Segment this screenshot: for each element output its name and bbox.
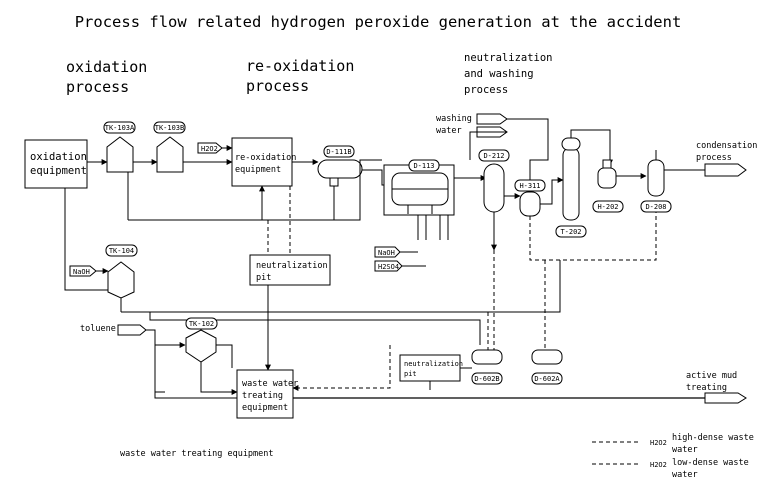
label-toluene: toluene [80, 324, 116, 334]
section-neutralization-line1: neutralization [464, 52, 553, 64]
tank-tk103b: TK-103B [153, 121, 186, 173]
vessel-d212: D-212 [478, 149, 510, 213]
legend-low-line1: low-dense waste [672, 458, 749, 468]
pit2-line2: pit [404, 370, 417, 378]
column-t202: T-202 [555, 137, 587, 238]
tag-tk104: TK-104 [109, 247, 134, 255]
waste-water-line3: equipment [242, 403, 288, 413]
tag-tk103a: TK-103A [105, 124, 135, 132]
section-neutralization-line2: and washing [464, 68, 534, 80]
legend-high-line1: high-dense waste [672, 433, 754, 443]
reoxidation-equipment-line1: re-oxidation [235, 153, 296, 163]
input-h2so4: H2SO4 [374, 260, 403, 272]
section-neutralization: neutralization and washing process [464, 52, 553, 96]
section-reoxidation-line2: process [246, 77, 309, 95]
output-condensation: condensation process [696, 141, 757, 177]
legend-high-line2: water [672, 445, 698, 455]
tag-t202: T-202 [560, 228, 581, 236]
oxidation-equipment-line1: oxidation [30, 151, 87, 163]
input-naoh-1: NaOH [69, 265, 97, 277]
pit2-line1: neutralization [404, 360, 463, 368]
vessel-h202: H-202 [592, 159, 624, 213]
tag-d113: D-113 [413, 162, 434, 170]
section-oxidation: oxidation process [66, 58, 147, 96]
waste-water-line1: waste water [242, 379, 298, 389]
reoxidation-equipment: re-oxidation equipment [231, 137, 296, 187]
legend-high-symbol: H2O2 [650, 439, 667, 447]
oxidation-equipment-line2: equipment [30, 165, 87, 177]
pit1-line1: neutralization [256, 261, 328, 271]
waste-water-equipment: waste water treating equipment [236, 369, 298, 419]
reoxidation-equipment-line2: equipment [235, 165, 281, 175]
label-condensation-line1: condensation [696, 141, 757, 151]
label-washing-line2: water [436, 126, 462, 136]
tag-d111b: D-111B [326, 148, 351, 156]
section-neutralization-line3: process [464, 84, 508, 96]
tag-d208: D-208 [645, 203, 666, 211]
diagram-title: Process flow related hydrogen peroxide g… [75, 13, 682, 31]
waste-water-line2: treating [242, 391, 283, 401]
label-active-mud-line1: active mud [686, 371, 737, 381]
vessel-h311: H-311 [514, 179, 546, 217]
tank-tk104: TK-104 [105, 244, 138, 299]
section-reoxidation: re-oxidation process [246, 57, 354, 95]
tank-d602a: D-602A [531, 349, 563, 385]
vessel-d208: D-208 [640, 150, 672, 213]
input-naoh-2: NaOH [374, 246, 401, 258]
legend: H2O2 high-dense waste water H2O2 low-den… [592, 433, 754, 480]
tag-tk102: TK-102 [189, 320, 214, 328]
section-oxidation-line1: oxidation [66, 58, 147, 76]
neutralization-pit-1: neutralization pit [249, 254, 331, 286]
label-naoh-2: NaOH [378, 249, 395, 257]
tag-d602a: D-602A [534, 375, 560, 383]
tag-d212: D-212 [483, 152, 504, 160]
section-oxidation-line2: process [66, 78, 129, 96]
label-naoh-1: NaOH [73, 268, 90, 276]
input-toluene: toluene [80, 324, 147, 336]
input-h2o2: H2O2 [197, 142, 223, 154]
drum-d111b: D-111B [317, 145, 363, 187]
tank-tk102: TK-102 [185, 317, 218, 363]
tank-tk103a: TK-103A [103, 121, 136, 173]
tag-d602b: D-602B [474, 375, 499, 383]
label-h2o2: H2O2 [201, 145, 218, 153]
tag-h202: H-202 [597, 203, 618, 211]
label-active-mud-line2: treating [686, 383, 727, 393]
label-washing-line1: washing [436, 114, 472, 124]
output-active-mud: active mud treating [686, 371, 747, 404]
oxidation-equipment: oxidation equipment [24, 139, 88, 189]
legend-low-line2: water [672, 470, 698, 480]
caption: waste water treating equipment [120, 449, 274, 459]
section-reoxidation-line1: re-oxidation [246, 57, 354, 75]
tag-h311: H-311 [519, 182, 540, 190]
tag-tk103b: TK-103B [155, 124, 185, 132]
tank-d602b: D-602B [471, 349, 503, 385]
vessel-d113: D-113 [383, 159, 455, 216]
neutralization-pit-2: neutralization pit [399, 354, 463, 382]
input-washing-water: washing water [436, 113, 508, 138]
label-condensation-line2: process [696, 153, 732, 163]
legend-low-symbol: H2O2 [650, 461, 667, 469]
pit1-line2: pit [256, 273, 271, 283]
label-h2so4: H2SO4 [378, 263, 399, 271]
